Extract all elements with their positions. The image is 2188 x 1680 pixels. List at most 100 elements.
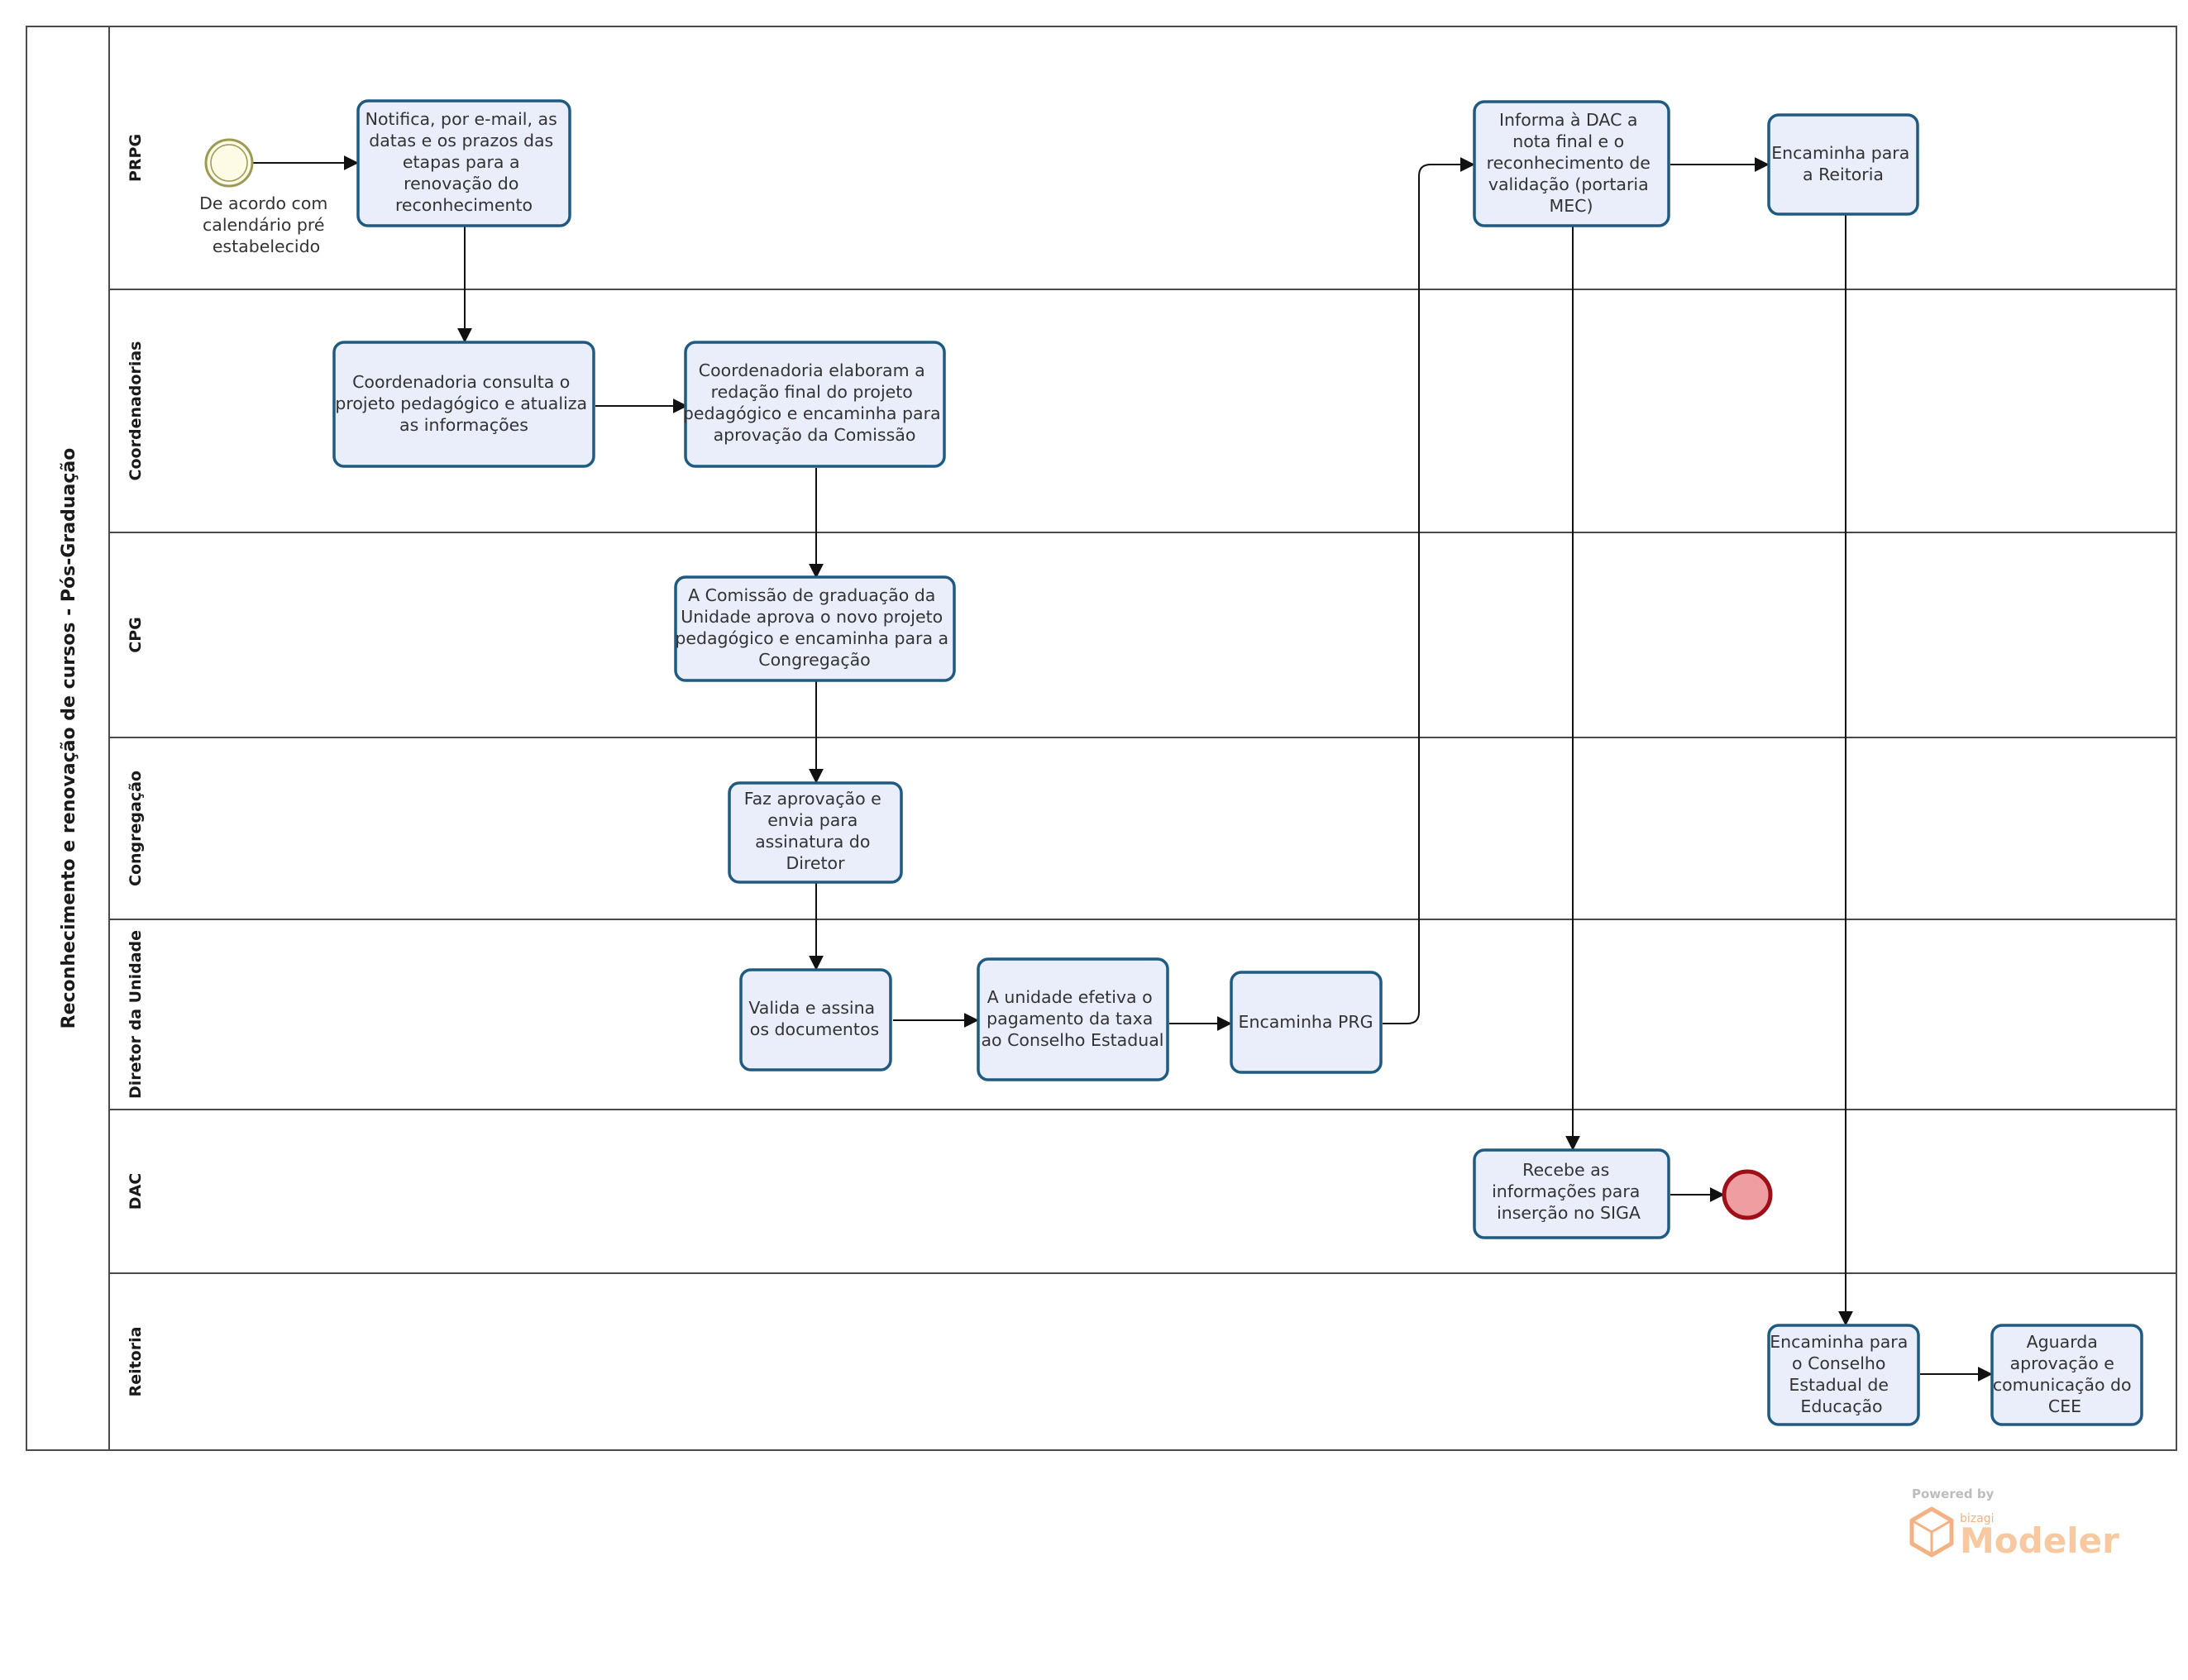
task-label-line: inserção no SIGA	[1497, 1203, 1641, 1223]
task-notifica[interactable]: Notifica, por e-mail, as datas e os praz…	[356, 99, 571, 227]
start-event-inner-ring	[210, 144, 248, 182]
start-event-circle[interactable]	[204, 138, 254, 188]
task-label: A unidade efetiva o pagamento da taxa ao…	[981, 987, 1163, 1050]
start-event-label-line: calendário pré	[203, 215, 325, 235]
task-box[interactable]	[684, 341, 946, 468]
task-aguarda-aprovacao[interactable]: Aguarda aprovação e comunicação do CEE	[1990, 1324, 2143, 1426]
task-label-line: MEC)	[1550, 196, 1593, 216]
task-label-line: a Reitoria	[1803, 165, 1884, 184]
task-encaminha-reitoria[interactable]: Encaminha para a Reitoria	[1767, 113, 1919, 216]
task-label-line: validação (portaria	[1488, 174, 1649, 194]
task-label-line: o Conselho	[1792, 1353, 1885, 1373]
task-box[interactable]	[1767, 113, 1919, 216]
task-recebe-informacoes[interactable]: Recebe as informações para inserção no S…	[1473, 1148, 1670, 1239]
task-label-line: etapas para a	[403, 152, 520, 172]
task-encaminha-prg[interactable]: Encaminha PRG	[1230, 971, 1383, 1074]
lane-label-diretor: Diretor da Unidade	[127, 930, 145, 1099]
task-label-line: ao Conselho Estadual	[981, 1030, 1163, 1050]
task-label-line: comunicação do	[1993, 1375, 2132, 1395]
task-label: Informa à DAC a nota final e o reconheci…	[1487, 110, 1656, 216]
task-label: Aguarda aprovação e comunicação do CEE	[1993, 1332, 2137, 1416]
task-box[interactable]	[728, 781, 903, 884]
task-label-line: nota final e o	[1512, 131, 1624, 151]
task-label-line: Diretor	[786, 853, 845, 873]
lane-label-prpg: PRPG	[127, 134, 145, 182]
watermark-product: Modeler	[1960, 1520, 2119, 1561]
task-label: Faz aprovação e envia para assinatura do…	[744, 789, 887, 873]
task-valida-assina[interactable]: Valida e assina os documentos	[739, 968, 892, 1071]
task-label: Encaminha PRG	[1239, 1012, 1373, 1032]
task-box[interactable]	[1230, 971, 1383, 1074]
watermark-powered-by: Powered by	[1912, 1487, 1995, 1501]
task-label-line: pedagógico e encaminha para	[683, 403, 941, 423]
task-label-line: as informações	[399, 415, 528, 435]
task-label: Notifica, por e-mail, as datas e os praz…	[365, 109, 563, 215]
lane-label-reitoria: Reitoria	[127, 1327, 145, 1397]
task-label-line: datas e os prazos das	[369, 131, 553, 150]
task-label-line: envia para	[767, 810, 858, 830]
bizagi-logo-icon	[1909, 1506, 1954, 1558]
task-box[interactable]	[1473, 1148, 1670, 1239]
lane-label-congregacao: Congregação	[127, 771, 145, 886]
task-label: Coordenadoria elaboram a redação final d…	[683, 360, 946, 445]
task-label-line: Coordenadoria elaboram a	[699, 360, 925, 380]
task-label: Encaminha para a Reitoria	[1771, 143, 1915, 184]
lane-label-coordenadorias: Coordenadorias	[127, 341, 145, 481]
lane-separators	[109, 289, 2176, 1274]
task-label-line: Valida e assina	[748, 998, 875, 1018]
task-label-line: A unidade efetiva o	[987, 987, 1153, 1007]
start-event-label-line: estabelecido	[213, 236, 320, 256]
task-informa-dac[interactable]: Informa à DAC a nota final e o reconheci…	[1473, 100, 1670, 227]
task-label-line: Encaminha para	[1770, 1332, 1908, 1352]
sequence-flows	[253, 155, 1993, 1382]
lane-label-dac: DAC	[127, 1173, 145, 1210]
task-label-line: os documentos	[750, 1019, 879, 1039]
task-box[interactable]	[739, 968, 892, 1071]
task-box[interactable]	[1990, 1324, 2143, 1426]
task-label-line: Estadual de	[1789, 1375, 1889, 1395]
task-label: Encaminha para o Conselho Estadual de Ed…	[1770, 1332, 1913, 1416]
flow-t8-to-t9	[1383, 157, 1475, 1024]
task-box[interactable]	[332, 341, 595, 468]
task-label-line: pedagógico e encaminha para a	[675, 628, 948, 648]
start-event-label: De acordo com calendário pré estabelecid…	[199, 193, 333, 256]
task-label-line: Informa à DAC a	[1499, 110, 1637, 130]
task-faz-aprovacao[interactable]: Faz aprovação e envia para assinatura do…	[728, 781, 903, 884]
task-box[interactable]	[1767, 1324, 1920, 1426]
task-unidade-efetiva[interactable]: A unidade efetiva o pagamento da taxa ao…	[977, 957, 1169, 1081]
task-label-line: assinatura do	[755, 832, 870, 852]
task-label: A Comissão de graduação da Unidade aprov…	[675, 585, 953, 670]
task-label-line: aprovação e	[2010, 1353, 2114, 1373]
task-label-line: renovação do	[404, 174, 518, 193]
task-label-line: CEE	[2048, 1396, 2081, 1416]
watermark-brand: bizagi	[1960, 1512, 1994, 1525]
lane-label-cpg: CPG	[127, 617, 145, 652]
task-label-line: pagamento da taxa	[987, 1009, 1153, 1029]
task-coordenadoria-elaboram[interactable]: Coordenadoria elaboram a redação final d…	[683, 341, 946, 468]
task-encaminha-conselho[interactable]: Encaminha para o Conselho Estadual de Ed…	[1767, 1324, 1920, 1426]
task-label-line: projeto pedagógico e atualiza	[335, 394, 587, 413]
task-label-line: Faz aprovação e	[744, 789, 881, 809]
task-label-line: Educação	[1800, 1396, 1882, 1416]
task-label: Coordenadoria consulta o projeto pedagóg…	[335, 372, 592, 435]
task-label: Valida e assina os documentos	[748, 998, 880, 1039]
task-box[interactable]	[674, 575, 956, 682]
task-box[interactable]	[977, 957, 1169, 1081]
task-coordenadoria-consulta[interactable]: Coordenadoria consulta o projeto pedagóg…	[332, 341, 595, 468]
task-label-line: Recebe as	[1522, 1160, 1609, 1180]
task-label-line: reconhecimento	[395, 195, 533, 215]
task-box[interactable]	[1473, 100, 1670, 227]
task-box[interactable]	[356, 99, 571, 227]
task-label: Recebe as informações para inserção no S…	[1492, 1160, 1646, 1223]
task-label-line: aprovação da Comissão	[714, 425, 916, 445]
task-label-line: A Comissão de graduação da	[688, 585, 935, 605]
end-event[interactable]	[1722, 1169, 1773, 1220]
task-label-line: informações para	[1492, 1181, 1640, 1201]
task-label-line: reconhecimento de	[1487, 153, 1651, 173]
task-label-line: Aguarda	[2027, 1332, 2098, 1352]
task-comissao-aprova[interactable]: A Comissão de graduação da Unidade aprov…	[674, 575, 956, 682]
start-event-label-line: De acordo com	[199, 193, 327, 213]
start-event[interactable]	[204, 138, 254, 188]
task-label-line: Notifica, por e-mail, as	[365, 109, 557, 129]
